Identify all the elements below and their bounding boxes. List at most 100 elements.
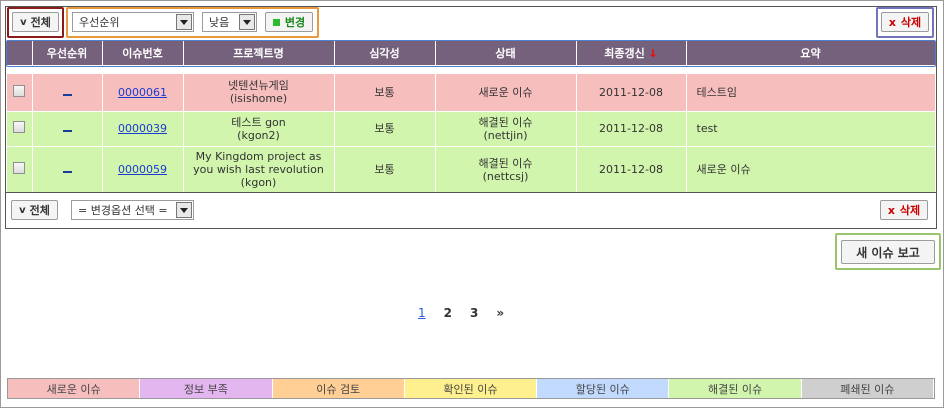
header-status[interactable]: 상태 [435, 40, 577, 65]
project-name: 테스트 gon [231, 115, 286, 129]
table-header-row: 우선순위 이슈번호 프로젝트명 심각성 상태 최종갱신 ↓ 요약 [7, 40, 936, 65]
project-id: (isishome) [229, 92, 288, 105]
legend-item: 폐쇄된 이슈 [801, 379, 934, 398]
date-cell: 2011-12-08 [576, 73, 687, 112]
bottom-delete-button[interactable]: x 삭제 [880, 200, 928, 220]
status-cell: 새로운 이슈 [435, 73, 577, 112]
all-button-highlight [7, 7, 64, 38]
page-link[interactable]: 3 [470, 306, 479, 320]
chevron-down-icon[interactable] [239, 14, 255, 30]
delete-button[interactable]: x 삭제 [881, 12, 929, 32]
status-cell: 해결된 이슈(nettcsj) [435, 146, 577, 194]
sort-order-select[interactable]: 낮음 [202, 12, 257, 32]
table-spacer [7, 65, 936, 74]
change-button[interactable]: 변경 [265, 12, 313, 32]
status-owner: (nettjin) [483, 128, 528, 142]
row-checkbox[interactable] [13, 121, 26, 133]
row-checkbox[interactable] [13, 84, 26, 97]
issue-number-cell: 0000059 [102, 146, 184, 194]
project-cell: 넷텐션뉴게임(isishome) [183, 73, 335, 112]
status-cell: 해결된 이슈(nettjin) [435, 111, 577, 147]
legend-item: 해결된 이슈 [669, 379, 802, 398]
select-all-label: 전체 [30, 16, 51, 29]
status-legend: 새로운 이슈 정보 부족 이슈 검토 확인된 이슈 할당된 이슈 해결된 이슈 … [7, 378, 935, 399]
status-owner: (nettcsj) [482, 169, 529, 183]
priority-cell [32, 146, 103, 194]
date-cell: 2011-12-08 [576, 146, 687, 194]
issue-number-cell: 0000039 [102, 111, 184, 147]
chevron-down-icon[interactable] [176, 202, 192, 218]
sort-field-value: 우선순위 [79, 16, 120, 29]
bottom-delete-label: 삭제 [899, 204, 921, 217]
legend-item: 할당된 이슈 [537, 379, 670, 398]
status-label: 해결된 이슈 [478, 156, 533, 170]
pagination: 1 2 3 » [418, 306, 504, 320]
table-row: 0000061 넷텐션뉴게임(isishome) 보통 새로운 이슈 2011-… [7, 73, 936, 112]
chevron-down-icon[interactable] [176, 14, 192, 30]
issue-table: 우선순위 이슈번호 프로젝트명 심각성 상태 최종갱신 ↓ 요약 0000061… [7, 40, 936, 194]
project-cell: 테스트 gon(kgon2) [183, 111, 335, 147]
project-name: 넷텐션뉴게임 [228, 79, 289, 92]
project-id: (kgon) [240, 176, 277, 189]
row-checkbox-cell [7, 73, 33, 112]
report-issue-button[interactable]: 새 이슈 보고 [841, 240, 935, 264]
header-issue-number[interactable]: 이슈번호 [102, 40, 184, 65]
issue-number-cell: 0000061 [102, 73, 184, 112]
issue-link[interactable]: 0000039 [118, 122, 167, 135]
severity-cell: 보통 [334, 73, 436, 112]
issue-link[interactable]: 0000059 [118, 163, 167, 176]
select-all-button[interactable]: v 전체 [12, 12, 59, 32]
bottom-toolbar-divider [6, 192, 936, 193]
priority-dash-icon [62, 130, 72, 132]
sort-down-icon: ↓ [648, 46, 658, 60]
priority-cell [32, 111, 103, 147]
next-page-icon[interactable]: » [496, 306, 505, 320]
legend-item: 정보 부족 [140, 379, 273, 398]
list-panel-border [5, 6, 937, 229]
header-priority[interactable]: 우선순위 [32, 40, 103, 65]
project-name: My Kingdom project as [195, 150, 322, 163]
header-last-updated-label: 최종갱신 [604, 46, 645, 60]
header-highlight [6, 40, 936, 67]
sort-controls-highlight [66, 7, 319, 38]
header-severity[interactable]: 심각성 [334, 40, 436, 65]
status-label: 해결된 이슈 [478, 115, 533, 129]
row-checkbox[interactable] [13, 162, 26, 174]
page-link[interactable]: 2 [443, 306, 452, 320]
report-button-highlight [835, 233, 941, 270]
header-summary[interactable]: 요약 [686, 40, 936, 65]
priority-dash-icon [62, 171, 72, 173]
check-icon: v [20, 16, 27, 28]
bottom-select-all-label: 전체 [29, 204, 50, 217]
project-id: (kgon2) [237, 128, 280, 142]
project-name-cont: you wish last revolution [193, 163, 324, 176]
header-checkbox [7, 40, 33, 65]
sort-order-value: 낮음 [209, 16, 230, 29]
summary-cell: 테스트임 [686, 73, 936, 112]
close-icon: x [887, 203, 895, 217]
change-option-value: = 변경옵션 선택 = [78, 204, 168, 217]
severity-cell: 보통 [334, 111, 436, 147]
row-checkbox-cell [7, 111, 33, 147]
summary-cell: 새로운 이슈 [686, 146, 936, 194]
priority-cell [32, 73, 103, 112]
report-issue-label: 새 이슈 보고 [856, 245, 920, 260]
square-icon [272, 18, 280, 26]
check-icon: v [19, 204, 26, 216]
bottom-select-all-button[interactable]: v 전체 [11, 200, 58, 220]
priority-dash-icon [62, 93, 72, 96]
legend-item: 이슈 검토 [272, 379, 405, 398]
delete-button-highlight [876, 7, 934, 38]
sort-field-select[interactable]: 우선순위 [72, 12, 194, 32]
change-label: 변경 [284, 16, 306, 29]
page-link[interactable]: 1 [418, 306, 426, 320]
header-project[interactable]: 프로젝트명 [183, 40, 335, 65]
severity-cell: 보통 [334, 146, 436, 194]
change-option-select[interactable]: = 변경옵션 선택 = [71, 200, 194, 220]
issue-link[interactable]: 0000061 [118, 85, 167, 99]
table-row: 0000039 테스트 gon(kgon2) 보통 해결된 이슈(nettjin… [7, 111, 936, 147]
header-last-updated[interactable]: 최종갱신 ↓ [576, 40, 687, 65]
summary-cell: test [686, 111, 936, 147]
